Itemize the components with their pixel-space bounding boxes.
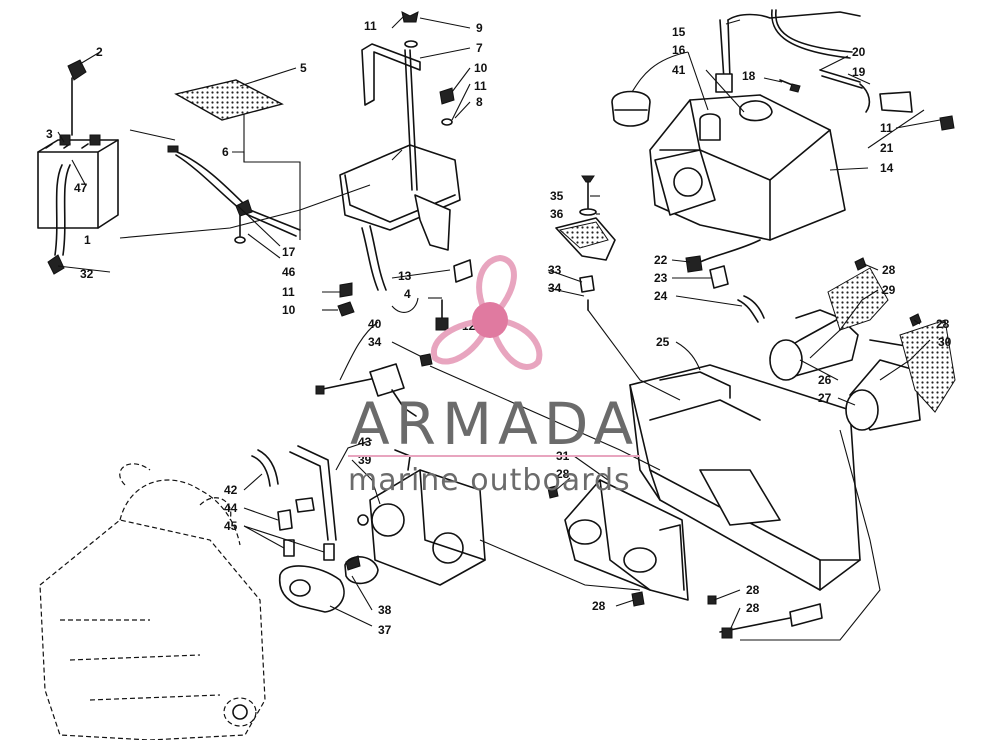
engine-outline xyxy=(39,463,266,740)
callout-36: 36 xyxy=(550,207,564,221)
callout-15: 15 xyxy=(672,25,686,39)
callout-47: 47 xyxy=(74,181,88,195)
callout-28b: 28 xyxy=(936,317,950,331)
callout-19: 19 xyxy=(852,65,866,79)
callout-38: 38 xyxy=(378,603,392,617)
callout-5: 5 xyxy=(300,61,307,75)
callout-11a: 11 xyxy=(364,19,377,33)
watermark-rule xyxy=(348,455,640,457)
callout-37: 37 xyxy=(378,623,392,637)
callout-11c: 11 xyxy=(282,285,295,299)
choke-bracket xyxy=(315,353,433,417)
leader-lines xyxy=(57,15,941,641)
callout-34a: 34 xyxy=(368,335,382,349)
callout-4: 4 xyxy=(404,287,411,301)
callout-labels: 2 3 47 1 32 5 6 17 46 11 9 7 10 11 8 13 … xyxy=(46,19,952,637)
callout-8: 8 xyxy=(476,95,483,109)
callout-26: 26 xyxy=(818,373,832,387)
mount-bracket xyxy=(555,175,616,311)
callout-44: 44 xyxy=(224,501,238,515)
intake-flange xyxy=(278,555,379,613)
air-silencer-box xyxy=(629,364,861,591)
oil-tank xyxy=(611,9,955,323)
callout-16: 16 xyxy=(672,43,686,57)
callout-24: 24 xyxy=(654,289,668,303)
callout-13: 13 xyxy=(398,269,412,283)
hold-down-strap xyxy=(167,145,301,244)
callout-7: 7 xyxy=(476,41,483,55)
callout-28e: 28 xyxy=(746,583,760,597)
callout-20: 20 xyxy=(852,45,866,59)
callout-23: 23 xyxy=(654,271,668,285)
callout-28d: 28 xyxy=(592,599,606,613)
callout-46: 46 xyxy=(282,265,296,279)
callout-11b: 11 xyxy=(474,79,487,93)
callout-40: 40 xyxy=(368,317,382,331)
callout-33: 33 xyxy=(548,263,562,277)
carburetor xyxy=(357,449,486,586)
callout-29: 29 xyxy=(882,283,896,297)
callout-3: 3 xyxy=(46,127,53,141)
carb-adapter xyxy=(547,479,823,639)
callout-9: 9 xyxy=(476,21,483,35)
callout-1: 1 xyxy=(84,233,91,247)
callout-18: 18 xyxy=(742,69,756,83)
armada-watermark: ARMADA marine outboards xyxy=(348,254,640,498)
callout-17: 17 xyxy=(282,245,296,259)
propeller-logo xyxy=(430,254,543,370)
callout-30: 30 xyxy=(938,335,952,349)
callout-28a: 28 xyxy=(882,263,896,277)
callout-6: 6 xyxy=(222,145,229,159)
callout-32: 32 xyxy=(80,267,94,281)
callout-10a: 10 xyxy=(474,61,488,75)
callout-22: 22 xyxy=(654,253,668,267)
watermark-brand: ARMADA xyxy=(350,390,639,458)
callout-2: 2 xyxy=(96,45,103,59)
callout-42: 42 xyxy=(224,483,238,497)
callout-28c: 28 xyxy=(556,467,570,481)
callout-27: 27 xyxy=(818,391,832,405)
battery xyxy=(37,134,119,275)
callout-11d: 11 xyxy=(880,121,893,135)
watermark-tagline: marine outboards xyxy=(348,463,631,498)
callout-45: 45 xyxy=(224,519,238,533)
callout-34b: 34 xyxy=(548,281,562,295)
callout-25: 25 xyxy=(656,335,670,349)
hoses-fittings xyxy=(251,445,337,561)
callout-21: 21 xyxy=(880,141,894,155)
callout-41: 41 xyxy=(672,63,686,77)
callout-14: 14 xyxy=(880,161,894,175)
callout-10b: 10 xyxy=(282,303,296,317)
battery-terminal-cap xyxy=(67,59,87,136)
callout-43: 43 xyxy=(358,435,372,449)
battery-pad xyxy=(174,79,284,121)
callout-28f: 28 xyxy=(746,601,760,615)
battery-tray-bracket xyxy=(337,11,473,331)
intake-tubes xyxy=(769,257,956,431)
callout-35: 35 xyxy=(550,189,564,203)
